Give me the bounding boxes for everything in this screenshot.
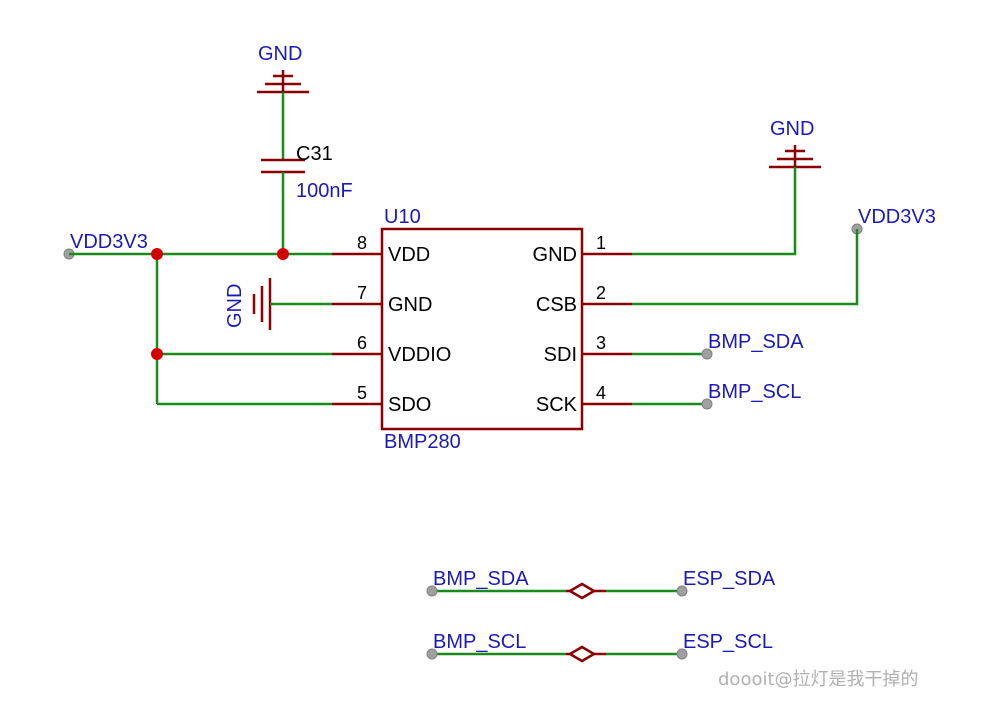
ic-part: BMP280 (384, 431, 461, 453)
pin-name: SDI (544, 344, 577, 366)
net-port-bmp-scl (701, 398, 713, 410)
pin-name: GND (388, 294, 432, 316)
pin-number: 4 (596, 383, 606, 403)
pin-number: 5 (357, 383, 367, 403)
net-label-esp-sda: ESP_SDA (683, 568, 776, 590)
net-label-bmp-scl-bridge: BMP_SCL (433, 631, 526, 653)
gnd-symbol-left (252, 278, 272, 330)
net-tie-sda (432, 582, 682, 600)
wire-csb-vdd (632, 229, 859, 306)
gnd-symbol-right (769, 145, 821, 169)
net-label-bmp-scl: BMP_SCL (708, 381, 801, 403)
net-label-vdd-left: VDD3V3 (70, 231, 148, 253)
pin-name: GND (533, 244, 577, 266)
capacitor-ref: C31 (296, 143, 333, 165)
watermark: doooit@拉灯是我干掉的 (718, 669, 919, 690)
net-port-bmp-sda (701, 348, 713, 360)
ic-ref: U10 (384, 206, 421, 228)
net-port-bmp-scl-bridge (426, 648, 438, 660)
ic-body (380, 227, 584, 431)
pin-number: 1 (596, 233, 606, 253)
junction-dot (151, 248, 163, 260)
pin-number: 2 (596, 283, 606, 303)
pin-name: CSB (536, 294, 577, 316)
pin-number: 8 (357, 233, 367, 253)
gnd-label-right: GND (770, 118, 814, 140)
net-port-esp-scl (676, 648, 688, 660)
pin-number: 7 (357, 283, 367, 303)
gnd-label-top: GND (258, 43, 302, 65)
gnd-symbol-top (257, 70, 309, 94)
net-label-bmp-sda: BMP_SDA (708, 331, 804, 353)
net-label-bmp-sda-bridge: BMP_SDA (433, 568, 529, 590)
pin-name: VDDIO (388, 344, 451, 366)
capacitor-value: 100nF (296, 180, 353, 202)
ic-right-pins (582, 252, 632, 406)
net-port-bmp-sda-bridge (426, 585, 438, 597)
wire-gnd-right (632, 167, 797, 256)
ic-left-pins (332, 252, 382, 406)
net-label-vdd-right: VDD3V3 (858, 206, 936, 228)
net-port-esp-sda (676, 585, 688, 597)
junction-dot (151, 348, 163, 360)
pin-number: 3 (596, 333, 606, 353)
pin-number: 6 (357, 333, 367, 353)
net-label-esp-scl: ESP_SCL (683, 631, 773, 653)
gnd-label-left: GND (224, 284, 246, 328)
pin-name: SDO (388, 394, 431, 416)
net-tie-scl (432, 645, 682, 663)
junction-dot (277, 248, 289, 260)
pin-name: SCK (536, 394, 578, 416)
pin-name: VDD (388, 244, 430, 266)
